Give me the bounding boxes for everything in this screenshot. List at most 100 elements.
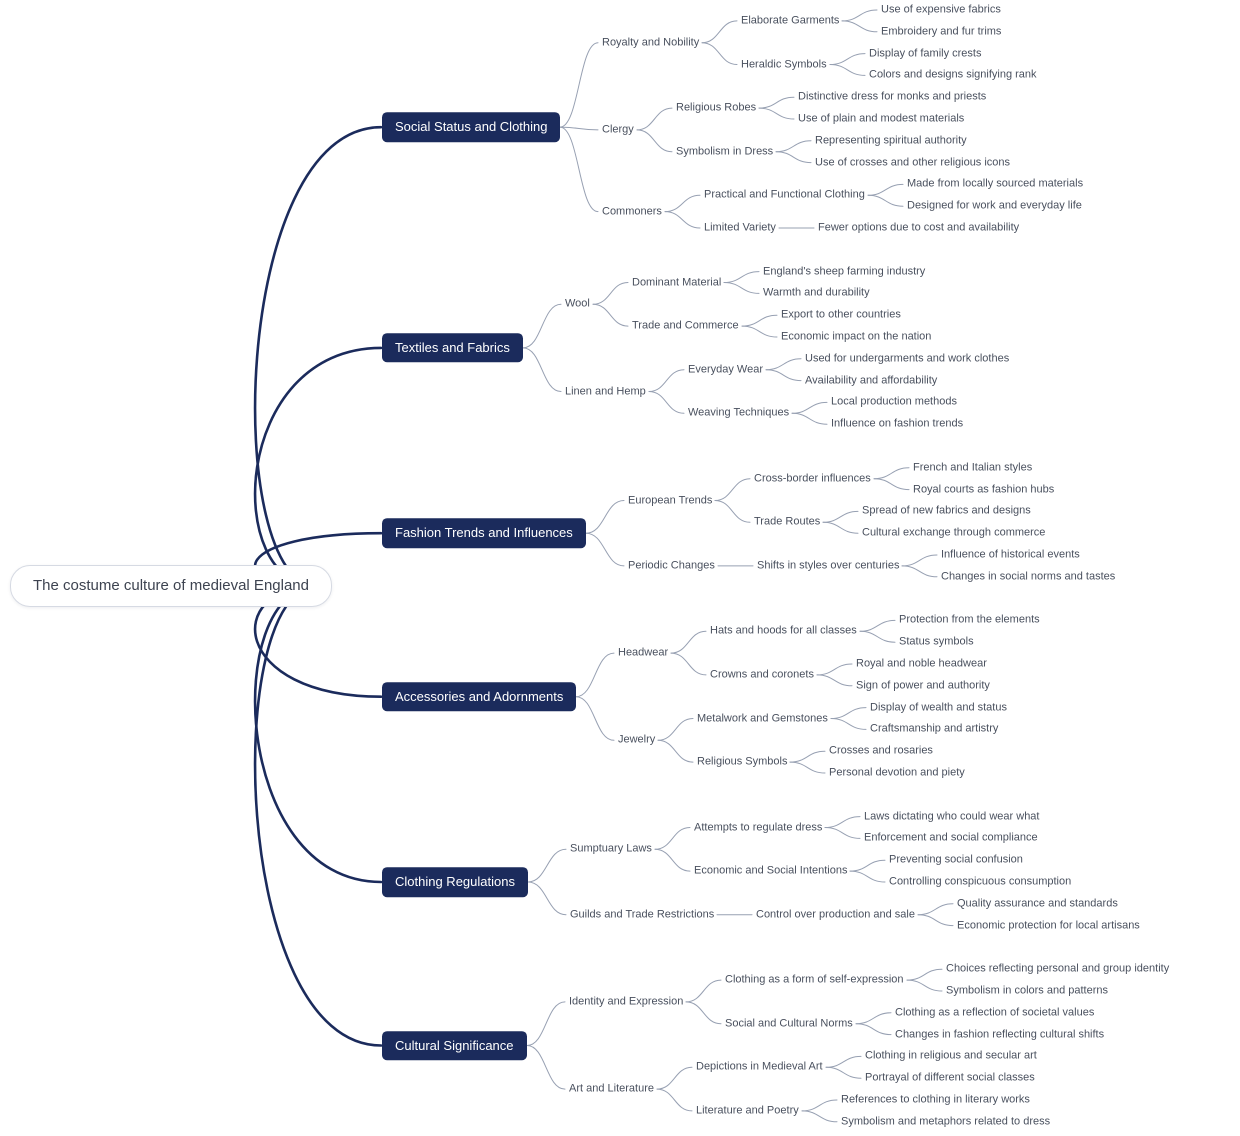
connector-line xyxy=(816,663,853,676)
leaf-node[interactable]: Economic impact on the nation xyxy=(781,330,932,343)
leaf-node[interactable]: Clothing as a reflection of societal val… xyxy=(895,1006,1095,1019)
leaf-node[interactable]: Influence of historical events xyxy=(941,548,1080,561)
leaf-node[interactable]: Choices reflecting personal and group id… xyxy=(946,962,1170,975)
leaf-node[interactable]: Preventing social confusion xyxy=(889,853,1023,866)
leaf-node[interactable]: Crosses and rosaries xyxy=(829,744,933,757)
topic-node[interactable]: Literature and Poetry xyxy=(696,1104,799,1117)
leaf-node[interactable]: Royal and noble headwear xyxy=(856,657,987,670)
branch-node[interactable]: Textiles and Fabrics xyxy=(382,333,523,363)
topic-node[interactable]: Art and Literature xyxy=(569,1082,654,1095)
topic-node[interactable]: Cross-border influences xyxy=(754,472,871,485)
topic-node[interactable]: Crowns and coronets xyxy=(710,668,814,681)
leaf-node[interactable]: Controlling conspicuous consumption xyxy=(889,875,1072,888)
connector-line xyxy=(654,848,691,872)
leaf-node[interactable]: Display of family crests xyxy=(869,47,982,59)
leaf-node[interactable]: Symbolism and metaphors related to dress xyxy=(841,1115,1051,1128)
topic-node[interactable]: Religious Symbols xyxy=(697,755,788,768)
leaf-node[interactable]: Warmth and durability xyxy=(763,286,870,299)
topic-node[interactable]: Identity and Expression xyxy=(569,995,684,1008)
leaf-node[interactable]: Symbolism in colors and patterns xyxy=(946,984,1109,997)
leaf-node[interactable]: Economic protection for local artisans xyxy=(957,919,1140,931)
leaf-node[interactable]: Changes in fashion reflecting cultural s… xyxy=(895,1028,1105,1040)
leaf-node[interactable]: Enforcement and social compliance xyxy=(864,831,1038,844)
leaf-node[interactable]: References to clothing in literary works xyxy=(841,1093,1030,1106)
connector-line xyxy=(656,1088,693,1112)
topic-node[interactable]: Clothing as a form of self-expression xyxy=(725,973,904,986)
topic-node[interactable]: Metalwork and Gemstones xyxy=(697,711,828,724)
leaf-node[interactable]: Representing spiritual authority xyxy=(815,134,967,147)
leaf-node[interactable]: Use of plain and modest materials xyxy=(798,112,965,125)
topic-node[interactable]: Attempts to regulate dress xyxy=(694,820,823,833)
topic-node[interactable]: Linen and Hemp xyxy=(565,384,646,397)
topic-node[interactable]: Commoners xyxy=(602,205,662,218)
topic-node[interactable]: Sumptuary Laws xyxy=(570,842,652,855)
leaf-node[interactable]: Craftsmanship and artistry xyxy=(870,722,999,735)
topic-node[interactable]: Social and Cultural Norms xyxy=(725,1017,853,1030)
connector-line xyxy=(741,325,778,338)
leaf-node[interactable]: Changes in social norms and tastes xyxy=(941,570,1116,583)
topic-node[interactable]: Practical and Functional Clothing xyxy=(704,188,865,201)
topic-node[interactable]: Shifts in styles over centuries xyxy=(757,559,900,572)
connector-line xyxy=(825,1066,862,1079)
topic-node[interactable]: Religious Robes xyxy=(676,101,757,114)
leaf-node[interactable]: French and Italian styles xyxy=(913,461,1033,474)
topic-node[interactable]: Royalty and Nobility xyxy=(602,36,700,49)
leaf-node[interactable]: Portrayal of different social classes xyxy=(865,1071,1035,1084)
leaf-node[interactable]: Influence on fashion trends xyxy=(831,417,964,430)
leaf-node[interactable]: Sign of power and authority xyxy=(856,679,990,692)
leaf-node[interactable]: Designed for work and everyday life xyxy=(907,199,1082,212)
connector-line xyxy=(855,1012,892,1025)
branch-node[interactable]: Fashion Trends and Influences xyxy=(382,518,586,548)
connector-line xyxy=(849,870,886,883)
topic-node[interactable]: Jewelry xyxy=(618,733,656,746)
leaf-node[interactable]: Colors and designs signifying rank xyxy=(869,68,1037,81)
topic-node[interactable]: Everyday Wear xyxy=(688,363,763,376)
leaf-node[interactable]: Used for undergarments and work clothes xyxy=(805,352,1010,365)
leaf-node[interactable]: Distinctive dress for monks and priests xyxy=(798,90,987,103)
leaf-node[interactable]: Local production methods xyxy=(831,395,957,408)
topic-node[interactable]: Control over production and sale xyxy=(756,908,915,921)
leaf-node[interactable]: Quality assurance and standards xyxy=(957,897,1118,910)
topic-node[interactable]: Headwear xyxy=(618,646,669,659)
leaf-node[interactable]: Spread of new fabrics and designs xyxy=(862,504,1031,517)
branch-node[interactable]: Social Status and Clothing xyxy=(382,112,561,142)
root-node[interactable]: The costume culture of medieval England xyxy=(10,565,332,608)
leaf-node[interactable]: Status symbols xyxy=(899,635,974,648)
leaf-node[interactable]: Clothing in religious and secular art xyxy=(865,1049,1037,1062)
leaf-node[interactable]: Personal devotion and piety xyxy=(829,766,965,779)
topic-node[interactable]: Limited Variety xyxy=(704,221,776,234)
leaf-node[interactable]: Availability and affordability xyxy=(805,374,938,386)
topic-node[interactable]: European Trends xyxy=(628,493,713,506)
topic-node[interactable]: Periodic Changes xyxy=(628,559,715,572)
topic-node[interactable]: Clergy xyxy=(602,123,634,136)
topic-node[interactable]: Hats and hoods for all classes xyxy=(710,624,857,637)
connector-line xyxy=(701,42,738,65)
branch-node[interactable]: Accessories and Adornments xyxy=(382,681,577,712)
topic-node[interactable]: Economic and Social Intentions xyxy=(694,864,848,877)
topic-node[interactable]: Dominant Material xyxy=(632,275,722,288)
branch-node[interactable]: Cultural Significance xyxy=(382,1030,527,1061)
topic-node[interactable]: Trade Routes xyxy=(754,515,821,528)
leaf-node[interactable]: Use of crosses and other religious icons xyxy=(815,156,1011,168)
leaf-node[interactable]: Protection from the elements xyxy=(899,613,1040,626)
topic-node[interactable]: Heraldic Symbols xyxy=(741,57,827,70)
leaf-node[interactable]: Embroidery and fur trims xyxy=(881,25,1002,38)
topic-node[interactable]: Elaborate Garments xyxy=(741,14,840,27)
topic-node[interactable]: Wool xyxy=(565,297,590,310)
leaf-node[interactable]: England's sheep farming industry xyxy=(763,265,926,277)
topic-node[interactable]: Symbolism in Dress xyxy=(676,145,774,158)
leaf-node[interactable]: Display of wealth and status xyxy=(870,701,1007,713)
leaf-node[interactable]: Cultural exchange through commerce xyxy=(862,526,1046,539)
leaf-node[interactable]: Laws dictating who could wear what xyxy=(864,810,1040,822)
leaf-node[interactable]: Royal courts as fashion hubs xyxy=(913,483,1055,495)
leaf-node[interactable]: Fewer options due to cost and availabili… xyxy=(818,221,1020,234)
topic-node[interactable]: Guilds and Trade Restrictions xyxy=(570,908,715,921)
leaf-node[interactable]: Made from locally sourced materials xyxy=(907,177,1084,190)
leaf-node[interactable]: Use of expensive fabrics xyxy=(881,3,1001,16)
branch-node[interactable]: Clothing Regulations xyxy=(382,867,528,897)
connector-line xyxy=(685,1001,722,1025)
topic-node[interactable]: Weaving Techniques xyxy=(688,406,790,419)
leaf-node[interactable]: Export to other countries xyxy=(781,308,901,321)
topic-node[interactable]: Depictions in Medieval Art xyxy=(696,1060,823,1073)
topic-node[interactable]: Trade and Commerce xyxy=(632,319,739,332)
